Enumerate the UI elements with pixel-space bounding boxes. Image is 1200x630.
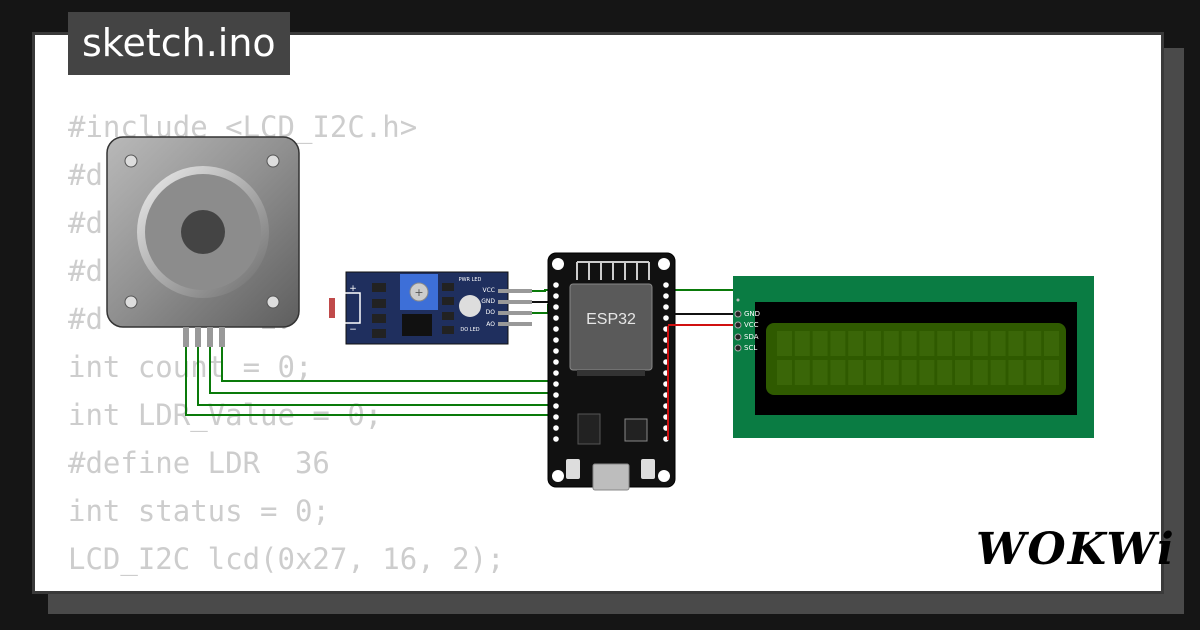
lcd-cell [1026,331,1042,356]
pwr-led-label: PWR LED [459,277,482,283]
lcd-pin-label: SDA [744,333,759,341]
lcd-cell [794,360,810,385]
lcd-cell [937,331,953,356]
lcd-cell [812,360,828,385]
lcd-cell [972,360,988,385]
lcd-cell [990,360,1006,385]
esp32-pin [553,392,559,398]
ldr-pin-label: GND [481,298,495,305]
lcd-16x2-display[interactable]: GND VCC SDA SCL [733,276,1094,438]
esp32-pin [663,282,669,288]
lcd-cell [955,360,970,385]
code-line: #define LDR 36 [68,446,330,480]
lcd-cell [777,360,792,385]
lcd-character-cells [777,331,1059,385]
lcd-pin-label: VCC [744,321,759,329]
code-line: int status = 0; [68,494,330,528]
esp32-pin [553,337,559,343]
esp32-pin [553,359,559,365]
lcd-cell [812,331,828,356]
motor-wires [185,347,556,416]
lcd-cell [883,360,899,385]
esp32-pin [553,414,559,420]
lcd-cell [866,331,881,356]
esp32-pin [663,304,669,310]
boot-button[interactable] [641,459,655,479]
lcd-cell [1044,360,1059,385]
lcd-pin-label: GND [744,310,760,318]
lcd-cell [830,331,846,356]
lcd-cell [955,331,970,356]
esp32-pin [663,293,669,299]
lcd-cell [919,331,935,356]
esp32-pin [553,370,559,376]
esp32-pin [553,293,559,299]
photoresistor [329,298,335,318]
lcd-cell [1044,331,1059,356]
ldr-sign-plus: + [349,284,357,294]
ldr-sign-minus: − [349,325,357,335]
do-led-label: DO LED [460,327,479,333]
en-button[interactable] [566,459,580,479]
ldr-sensor-module[interactable]: + − + PWR LED DO LED VCC GND DO AO [329,271,532,345]
ldr-pin-label: VCC [483,287,495,294]
lcd-cell [990,331,1006,356]
esp32-pin [553,326,559,332]
ldr-pin-label: AO [486,321,495,328]
esp32-pin [663,315,669,321]
esp32-pin [553,381,559,387]
lcd-cell [919,360,935,385]
led-indicator-icon [459,295,481,317]
code-line: LCD_I2C lcd(0x27, 16, 2); [68,542,505,576]
esp32-pin [553,348,559,354]
esp32-board[interactable]: ESP32 [547,252,676,491]
lcd-cell [1008,331,1024,356]
svg-text:+: + [414,286,423,299]
esp32-pin [553,282,559,288]
lcd-pin-label: SCL [744,344,757,352]
lcd-cell [972,331,988,356]
ldr-pin-label: DO [486,309,496,316]
code-line: int LDR_Value = 0; [68,398,383,432]
esp32-pin [553,425,559,431]
wokwi-logo: WOKWi [976,524,1176,575]
esp32-pin [553,304,559,310]
stepper-motor[interactable] [106,136,300,347]
lcd-cell [1026,360,1042,385]
esp32-pin [553,315,559,321]
esp32-pin [553,436,559,442]
lcd-wires [667,313,740,440]
lcd-cell [848,331,864,356]
lcd-cell [901,360,917,385]
lcd-cell [1008,360,1024,385]
lcd-cell [794,331,810,356]
lcd-cell [883,331,899,356]
lcd-cell [937,360,953,385]
lcd-cell [848,360,864,385]
lcd-cell [901,331,917,356]
lcd-cell [866,360,881,385]
usb-port-icon [592,463,630,491]
esp32-chip-label: ESP32 [586,311,636,328]
lcd-cell [777,331,792,356]
file-tab[interactable]: sketch.ino [68,12,290,75]
lcd-cell [830,360,846,385]
esp32-pin [553,403,559,409]
